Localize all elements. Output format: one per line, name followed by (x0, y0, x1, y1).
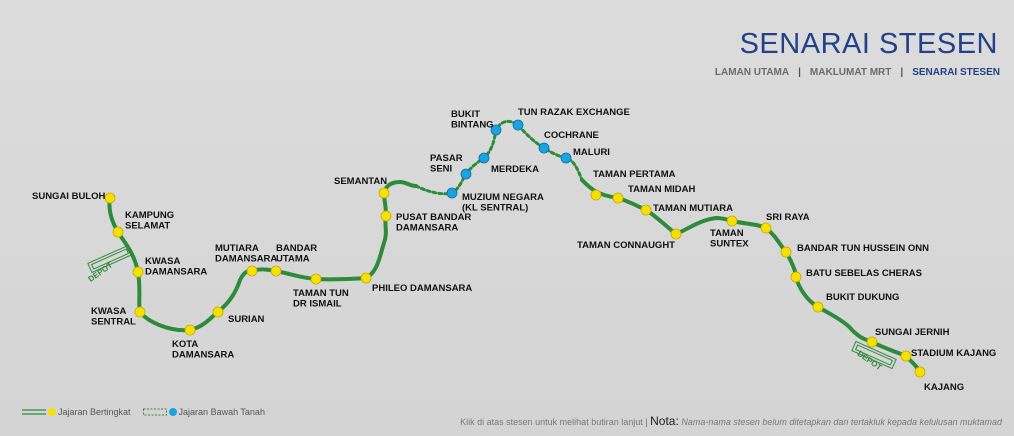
station-label-batu-sebelas-cheras[interactable]: BATU SEBELAS CHERAS (806, 268, 922, 279)
station-label-surian[interactable]: SURIAN (228, 314, 265, 325)
nota-label: Nota: (650, 414, 679, 428)
station-marker-semantan[interactable] (378, 187, 390, 199)
page-title: SENARAI STESEN (739, 28, 998, 60)
station-marker-bukit-bintang[interactable] (490, 124, 502, 136)
station-marker-cochrane[interactable] (538, 142, 550, 154)
station-label-taman-midah[interactable]: TAMAN MIDAH (628, 184, 696, 195)
legend-underground-label: Jajaran Bawah Tanah (178, 407, 265, 417)
station-marker-stadium-kajang[interactable] (900, 350, 912, 362)
station-label-maluri[interactable]: MALURI (573, 147, 610, 158)
station-label-taman-connaught[interactable]: TAMAN CONNAUGHT (577, 240, 675, 251)
station-marker-pasar-seni[interactable] (460, 168, 472, 180)
station-marker-mutiara-damansara[interactable] (246, 265, 258, 277)
nota-text: Nama-nama stesen belum ditetapkan dan te… (681, 417, 1002, 427)
station-marker-tun-razak-exchange[interactable] (512, 119, 524, 131)
station-marker-kampung-selamat[interactable] (112, 226, 124, 238)
depot-west-label: DEPOT (86, 261, 114, 284)
breadcrumb-separator: | (900, 67, 904, 78)
footnote: Klik di atas stesen untuk melihat butira… (460, 414, 1002, 428)
station-label-merdeka[interactable]: MERDEKA (491, 164, 539, 175)
station-label-sri-raya[interactable]: SRI RAYA (766, 212, 810, 223)
legend-elevated-label: Jajaran Bertingkat (58, 407, 131, 417)
station-marker-sri-raya[interactable] (760, 222, 772, 234)
legend-underground: Jajaran Bawah Tanah (142, 406, 265, 418)
station-label-kajang[interactable]: KAJANG (924, 382, 964, 393)
station-marker-taman-suntex[interactable] (726, 215, 738, 227)
station-marker-taman-connaught[interactable] (670, 228, 682, 240)
station-marker-merdeka[interactable] (478, 152, 490, 164)
breadcrumb-home-link[interactable]: LAMAN UTAMA (714, 67, 790, 78)
station-marker-taman-mutiara[interactable] (640, 204, 652, 216)
station-label-phileo-damansara[interactable]: PHILEO DAMANSARA (372, 283, 472, 294)
station-marker-taman-tun-dr-ismail[interactable] (310, 273, 322, 285)
station-label-stadium-kajang[interactable]: STADIUM KAJANG (911, 348, 996, 359)
station-label-bandar-tun-hussein-onn[interactable]: BANDAR TUN HUSSEIN ONN (797, 243, 929, 254)
map-legend: Jajaran Bertingkat Jajaran Bawah Tanah (22, 406, 277, 418)
station-marker-pusat-bandar-damansara[interactable] (380, 210, 392, 222)
station-marker-maluri[interactable] (560, 152, 572, 164)
station-marker-bukit-dukung[interactable] (812, 301, 824, 313)
station-marker-surian[interactable] (212, 306, 224, 318)
breadcrumb-station-list-link[interactable]: SENARAI STESEN (912, 67, 1000, 78)
depot-west-icon: DEPOT (86, 244, 133, 284)
breadcrumb-mrt-info-link[interactable]: MAKLUMAT MRT (809, 67, 892, 78)
station-marker-phileo-damansara[interactable] (360, 272, 372, 284)
station-label-tun-razak-exchange[interactable]: TUN RAZAK EXCHANGE (518, 107, 630, 118)
breadcrumb: LAMAN UTAMA | MAKLUMAT MRT | SENARAI STESEN (715, 67, 1000, 78)
station-marker-kwasa-sentral[interactable] (134, 306, 146, 318)
station-label-sungai-jernih[interactable]: SUNGAI JERNIH (875, 327, 950, 338)
elevated-track-west (107, 180, 418, 333)
footnote-separator: | (645, 417, 648, 427)
station-marker-taman-pertama[interactable] (590, 189, 602, 201)
station-label-bukit-dukung[interactable]: BUKIT DUKUNG (826, 292, 899, 303)
station-label-semantan[interactable]: SEMANTAN (334, 176, 387, 187)
station-label-sungai-buloh[interactable]: SUNGAI BULOH (32, 191, 106, 202)
underground-line-swatch-icon (142, 408, 177, 416)
station-marker-bandar-tun-hussein-onn[interactable] (780, 246, 792, 258)
station-marker-bandar-utama[interactable] (270, 265, 282, 277)
station-marker-muzium-negara-kl-sentral[interactable] (446, 187, 458, 199)
station-label-taman-mutiara[interactable]: TAMAN MUTIARA (653, 203, 733, 214)
breadcrumb-separator: | (798, 67, 801, 78)
station-marker-batu-sebelas-cheras[interactable] (790, 271, 802, 283)
station-marker-sungai-jernih[interactable] (866, 336, 878, 348)
station-marker-sungai-buloh[interactable] (104, 192, 116, 204)
elevated-line-swatch-icon (22, 408, 56, 416)
station-label-cochrane[interactable]: COCHRANE (544, 130, 599, 141)
footnote-hint: Klik di atas stesen untuk melihat butira… (460, 417, 643, 427)
station-marker-taman-midah[interactable] (612, 192, 624, 204)
station-label-taman-pertama[interactable]: TAMAN PERTAMA (593, 169, 676, 180)
station-label-muzium-negara-kl-sentral[interactable]: MUZIUM NEGARA(KL SENTRAL) (462, 192, 544, 214)
legend-elevated: Jajaran Bertingkat (22, 406, 131, 418)
station-marker-kota-damansara[interactable] (184, 324, 196, 336)
station-marker-kwasa-damansara[interactable] (132, 266, 144, 278)
station-marker-kajang[interactable] (914, 366, 926, 378)
